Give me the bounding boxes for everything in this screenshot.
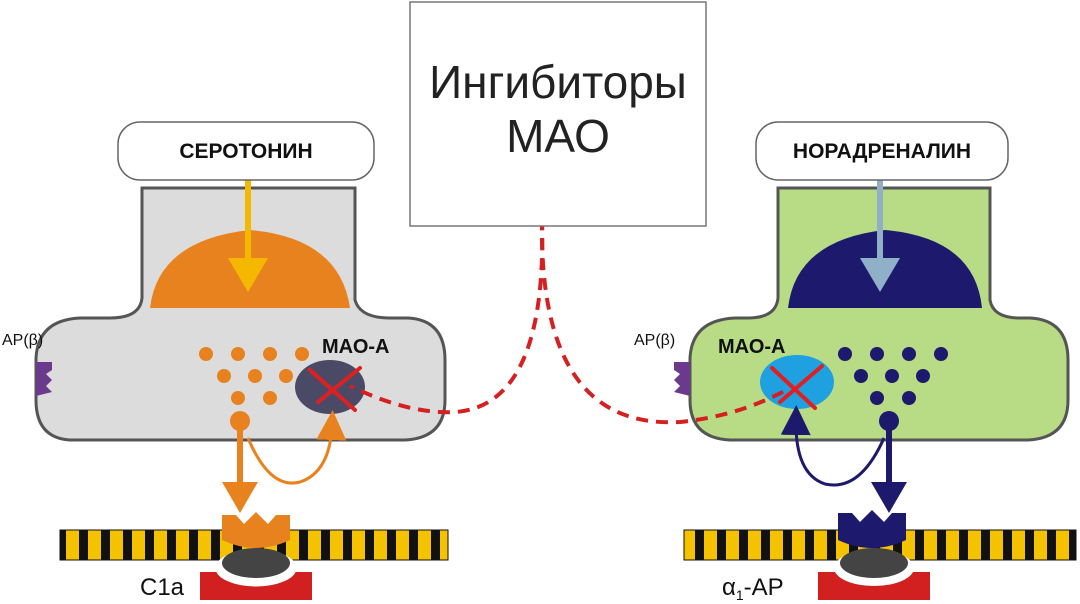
left-neuron: [34, 168, 447, 513]
right-neuron: [674, 168, 1070, 513]
serotonin-reuptake-arrow: [246, 410, 347, 485]
center-box-line1: Ингибиторы: [429, 56, 687, 108]
left-autoreceptor: [36, 362, 52, 396]
right-receptor-label: α1-АР: [722, 574, 784, 603]
noradrenaline-label: НОРАДРЕНАЛИН: [793, 140, 971, 163]
serotonin-release-arrowhead: [222, 482, 258, 513]
left-mao-cross: [308, 366, 362, 412]
left-receptor-c1a: [200, 512, 312, 600]
right-mao-label: МАО-А: [718, 336, 786, 358]
left-mao-label: МАО-А: [322, 336, 390, 358]
left-receptor-label: C1a: [140, 574, 185, 601]
right-receptor-label-sub: 1: [736, 587, 744, 603]
inhibitor-path-left: [349, 217, 545, 415]
right-mao-enzyme: [760, 355, 834, 409]
noradrenaline-release-arrowhead: [871, 482, 907, 513]
noradrenaline-dots: [838, 347, 948, 405]
mao-inhibitors-box: [409, 1, 707, 227]
right-receptor-label-suffix: -АР: [744, 574, 784, 601]
noradrenaline-arrowhead: [860, 258, 900, 292]
noradrenaline-label-box: [755, 121, 1009, 181]
center-box-line2: МАО: [506, 110, 610, 162]
noradrenaline-reuptake-arrow: [780, 405, 886, 487]
inhibitor-path-right: [539, 217, 791, 425]
right-autoreceptor: [674, 362, 690, 396]
serotonin-label-box: [117, 121, 375, 181]
noradrenaline-release-dot: [879, 411, 899, 431]
serotonin-arrowhead: [228, 258, 268, 292]
right-mao-cross: [770, 364, 824, 410]
serotonin-label: СЕРОТОНИН: [179, 140, 312, 163]
serotonin-release-dot: [230, 411, 250, 431]
left-autoreceptor-label: АР(β): [2, 332, 43, 349]
right-receptor-alpha1: [818, 510, 930, 600]
right-receptor-label-prefix: α: [722, 574, 736, 601]
serotonin-dots: [199, 347, 309, 405]
right-autoreceptor-label: АР(β): [634, 332, 675, 349]
